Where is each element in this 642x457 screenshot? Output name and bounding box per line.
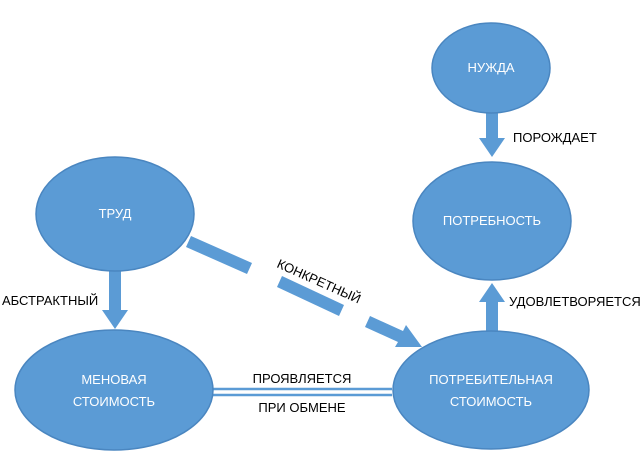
node-labor-label: ТРУД: [99, 206, 132, 221]
node-need-state: ПОТРЕБНОСТЬ: [412, 161, 572, 281]
node-need-label: НУЖДА: [467, 60, 514, 75]
arrow-labor-to-exchange-value: [102, 270, 128, 329]
edge-label-abstract: АБСТРАКТНЫЙ: [2, 293, 98, 308]
arrow-segment-3: [365, 316, 422, 347]
node-need: НУЖДА: [431, 22, 551, 114]
node-exchange-value: МЕНОВАЯ СТОИМОСТЬ: [14, 329, 214, 451]
node-use-value-line2: СТОИМОСТЬ: [450, 394, 532, 409]
edge-label-generates: ПОРОЖДАЕТ: [513, 130, 597, 145]
arrow-need-to-need-state: [479, 106, 505, 157]
arrow-labor-to-use-value: [186, 236, 422, 347]
node-need-state-label: ПОТРЕБНОСТЬ: [443, 213, 541, 228]
edge-label-manifests-line1: ПРОЯВЛЯЕТСЯ: [253, 371, 352, 386]
node-use-value-line1: ПОТРЕБИТЕЛЬНАЯ: [429, 372, 553, 387]
node-exchange-value-line2: СТОИМОСТЬ: [73, 394, 155, 409]
arrow-segment-2: [277, 276, 344, 316]
node-exchange-value-line1: МЕНОВАЯ: [81, 372, 146, 387]
arrow-use-value-to-need-state: [479, 283, 505, 336]
node-labor: ТРУД: [35, 156, 195, 272]
edge-label-manifests-line2: ПРИ ОБМЕНЕ: [258, 400, 346, 415]
node-use-value: ПОТРЕБИТЕЛЬНАЯ СТОИМОСТЬ: [392, 330, 590, 450]
arrow-segment-1: [186, 236, 252, 274]
edge-label-satisfies: УДОВЛЕТВОРЯЕТСЯ: [509, 294, 641, 309]
double-line-exchange: [211, 387, 392, 397]
